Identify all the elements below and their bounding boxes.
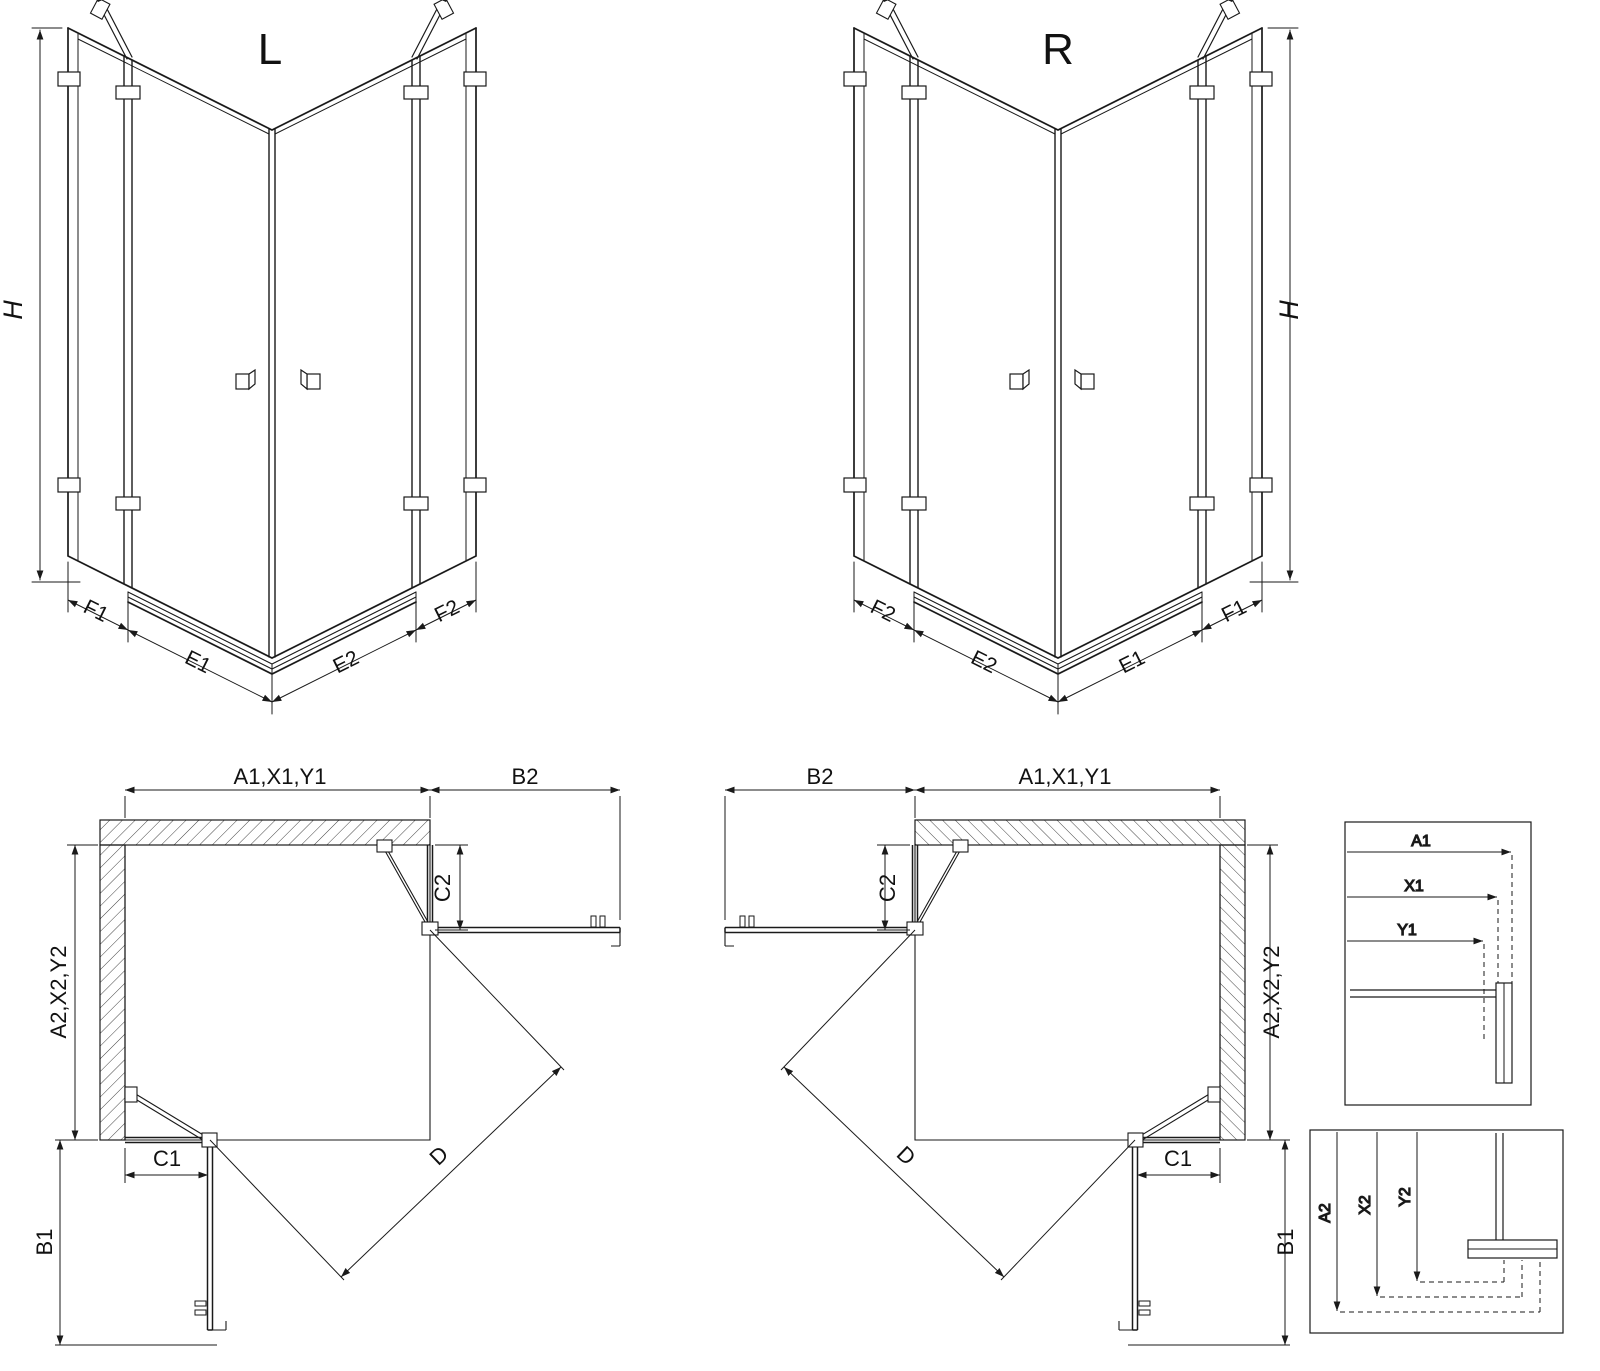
detail-width-measurements: A1 X1 Y1 [1344, 821, 1532, 1106]
detail-box-border [1344, 821, 1532, 1106]
dim-label-b1-right: B1 [1273, 1229, 1298, 1256]
plan-left-geometry [55, 790, 620, 1345]
detail-label-y2: Y2 [1397, 1187, 1414, 1207]
dim-label-c2-right: C2 [875, 874, 900, 902]
dim-label-e1-right: E1 [1115, 646, 1148, 678]
variant-title-left: L [258, 25, 282, 74]
dim-label-b2-right: B2 [807, 764, 834, 789]
detail-box-border [1309, 1129, 1564, 1334]
dim-label-f1-left: F1 [80, 595, 112, 627]
iso-view-right: R H F2 E2 E1 F1 [844, 0, 1304, 714]
dim-label-width-left: A1,X1,Y1 [234, 764, 327, 789]
dim-label-c1-right: C1 [1164, 1146, 1192, 1171]
dim-label-e1-left: E1 [181, 646, 214, 678]
dim-label-width-right: A1,X1,Y1 [1019, 764, 1112, 789]
detail-label-x2: X2 [1357, 1195, 1374, 1215]
plan-right-geometry [725, 790, 1290, 1345]
detail-label-x1: X1 [1404, 878, 1424, 895]
dim-label-b1-left: B1 [32, 1229, 57, 1256]
dim-label-d-right: D [892, 1141, 921, 1170]
dim-label-b2-left: B2 [512, 764, 539, 789]
dim-label-e2-left: E2 [329, 646, 362, 678]
dim-label-d-left: D [424, 1141, 453, 1170]
dim-label-depth-left: A2,X2,Y2 [46, 946, 71, 1039]
detail-label-y1: Y1 [1397, 922, 1417, 939]
plan-view-right: B2 A1,X1,Y1 C2 A2,X2,Y2 C1 B1 D [725, 764, 1298, 1345]
dim-label-c2-left: C2 [430, 874, 455, 902]
plan-view-left: A1,X1,Y1 B2 A2,X2,Y2 C2 C1 B1 D [32, 764, 620, 1345]
detail-label-a1: A1 [1411, 833, 1431, 850]
dim-label-depth-right: A2,X2,Y2 [1259, 946, 1284, 1039]
variant-title-right: R [1042, 25, 1074, 74]
dim-label-f2-right: F2 [867, 595, 899, 627]
iso-view-left: L H F1 E1 E2 F2 [0, 0, 486, 714]
detail-width-arrows [1347, 848, 1513, 1042]
dim-label-e2-right: E2 [967, 646, 1000, 678]
detail-label-a2: A2 [1317, 1203, 1334, 1223]
detail-depth-arrows [1333, 1132, 1541, 1313]
dim-label-f2-left: F2 [431, 595, 463, 627]
dim-label-height-left: H [0, 300, 28, 320]
dim-label-f1-right: F1 [1218, 595, 1250, 627]
dim-label-height-right: H [1274, 300, 1304, 320]
dim-label-c1-left: C1 [153, 1146, 181, 1171]
detail-depth-measurements: A2 X2 Y2 [1309, 1129, 1564, 1334]
